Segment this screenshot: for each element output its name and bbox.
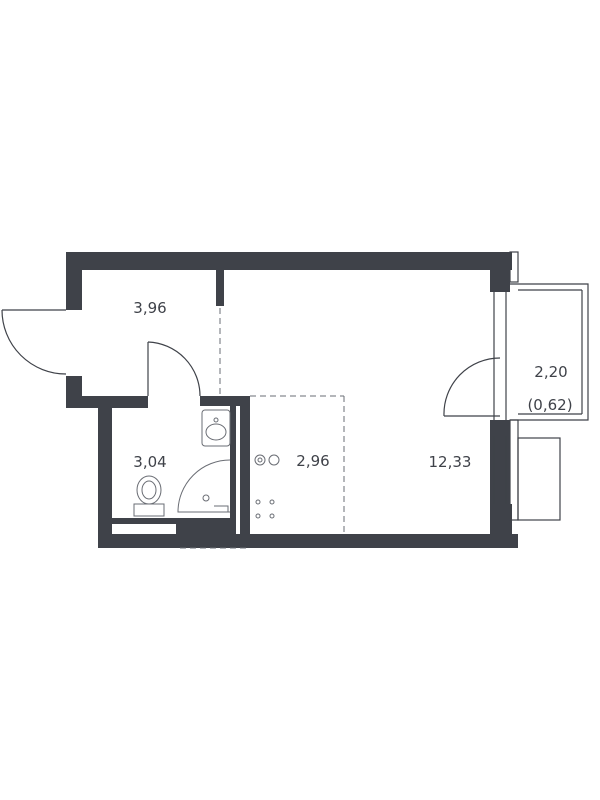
- interior-walls: [112, 266, 250, 536]
- shower-icon: [177, 459, 231, 513]
- sink-icon: [201, 409, 231, 447]
- windows: [493, 292, 507, 504]
- wall-left-upper: [66, 252, 82, 310]
- stove-icon: [254, 454, 280, 466]
- exterior-walls: [66, 252, 518, 548]
- wall-right-upper: [490, 252, 510, 292]
- balcony-door: [443, 357, 501, 417]
- bathroom-area-label: 3,04: [133, 453, 166, 471]
- toilet-icon: [133, 475, 165, 517]
- wall-bath-right: [240, 396, 250, 536]
- wall-bottom: [98, 534, 518, 548]
- wall-right-stub: [498, 504, 512, 548]
- wall-bath-left: [98, 396, 112, 546]
- area-labels: 3,96 3,04 2,96 12,33 2,20 (0,62): [133, 299, 572, 471]
- kitchen-sink-icon: [255, 499, 275, 519]
- kitchen-area-label: 2,96: [296, 452, 329, 470]
- bathroom-fixtures: [133, 409, 231, 517]
- living-area-label: 12,33: [429, 453, 472, 471]
- entrance-door: [1, 309, 67, 375]
- wall-top: [66, 252, 512, 270]
- balcony-unit: [517, 437, 561, 521]
- hall-area-label: 3,96: [133, 299, 166, 317]
- balcony-area-label: 2,20: [534, 363, 567, 381]
- kitchen-fixtures: [254, 454, 280, 519]
- balcony: [509, 251, 589, 521]
- zone-dividers: [180, 308, 345, 549]
- partition-hall-living: [216, 266, 224, 306]
- wall-bath-bottom: [112, 518, 236, 524]
- wall-bath-ledge: [176, 520, 236, 534]
- wall-bath-inner: [230, 402, 236, 522]
- balcony-sub-area-label: (0,62): [527, 396, 572, 414]
- wall-bath-top: [200, 396, 250, 406]
- bathroom-door: [147, 341, 201, 397]
